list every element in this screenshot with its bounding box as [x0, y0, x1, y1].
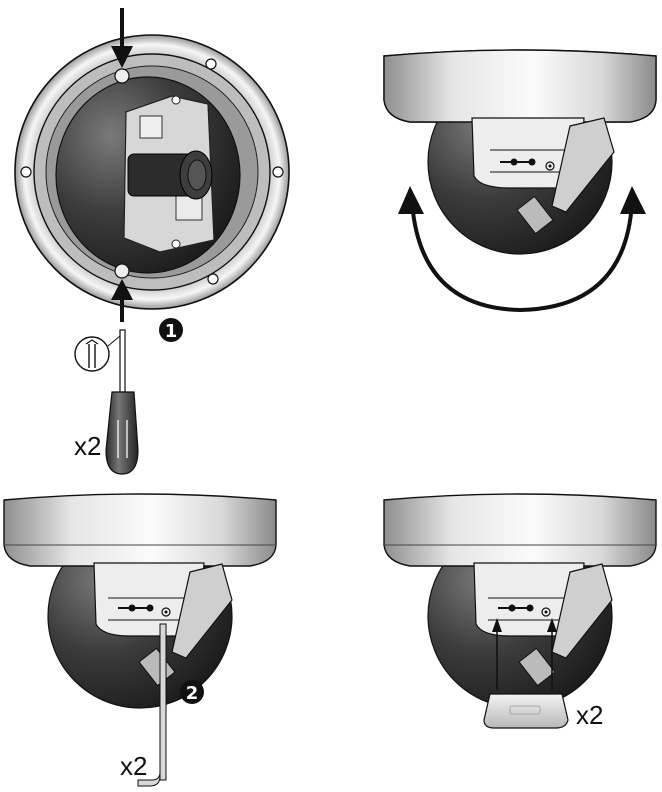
ball-screw-top [114, 68, 130, 84]
hex-key-icon [137, 623, 167, 787]
step-2-badge: 2 [180, 680, 204, 704]
panel-hex-key: 2 x2 [3, 493, 277, 787]
torx-bit-detail-icon [74, 335, 121, 372]
step-1-badge: 1 [159, 318, 183, 342]
plug-quantity: x2 [576, 700, 603, 730]
dome-shell [383, 493, 657, 567]
board-screw [171, 95, 181, 105]
rotation-arc [410, 201, 634, 313]
side-mount [171, 563, 233, 659]
panel-rotate-dome [383, 49, 657, 313]
arrow-down-icon [111, 8, 133, 68]
side-mount [551, 117, 615, 213]
screwdriver-icon [105, 329, 139, 475]
arrow-up-icon [111, 279, 133, 322]
arrow-up-icon [492, 618, 502, 690]
side-mount [551, 563, 613, 659]
screwdriver-quantity: x2 [74, 431, 101, 461]
arrow-up-icon [620, 186, 646, 214]
ring-hole [205, 58, 217, 70]
dome-shell [3, 493, 277, 567]
plug-icon [483, 693, 569, 729]
arrow-up-icon [547, 618, 557, 690]
ring-hole [272, 166, 284, 178]
arrow-up-icon [398, 186, 424, 214]
board-screw [171, 239, 181, 249]
lens-board-chip [139, 115, 163, 139]
panel-insert-plug: x2 [383, 493, 657, 730]
lens-glass [187, 159, 207, 191]
hex-key-quantity: x2 [120, 751, 147, 781]
ring-hole [207, 273, 219, 285]
step-2-number: 2 [186, 683, 199, 704]
step-1-number: 1 [165, 321, 178, 342]
ring-hole [20, 166, 32, 178]
panel-top-view-screws: 1 x2 [14, 8, 290, 475]
ball-screw-bottom [114, 263, 130, 279]
